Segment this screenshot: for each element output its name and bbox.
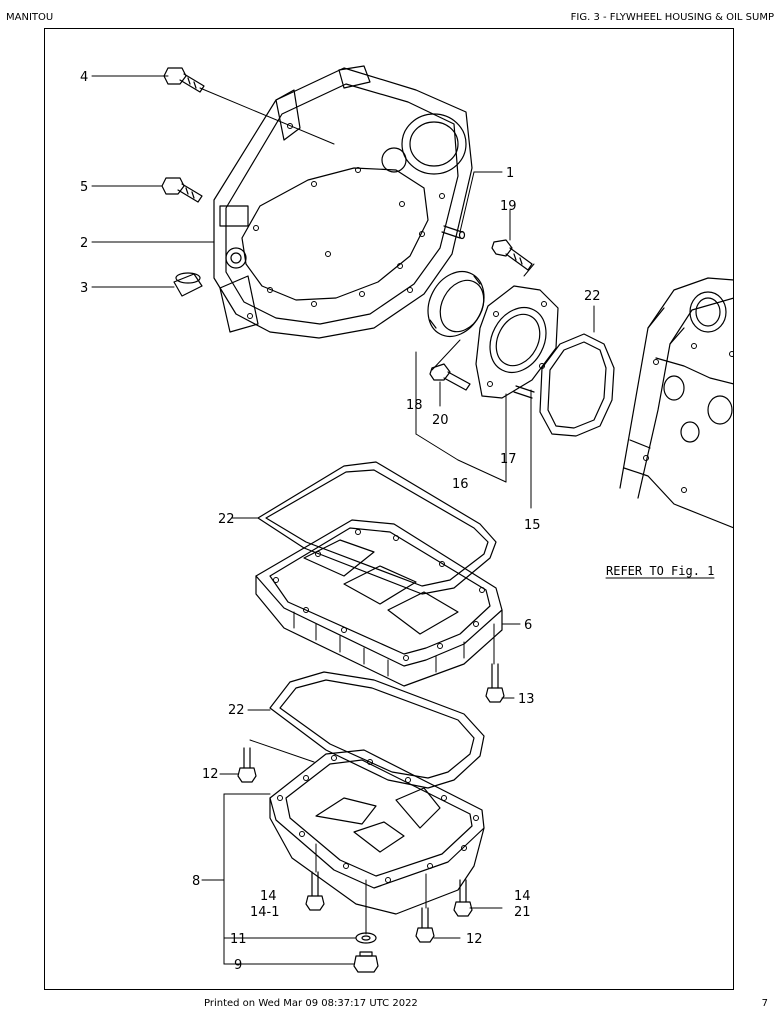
callout-14-left: 14 bbox=[260, 889, 277, 904]
callout-2: 2 bbox=[80, 236, 88, 251]
callout-11: 11 bbox=[230, 932, 247, 947]
dowel-pin-1 bbox=[441, 225, 466, 240]
figure-title: FIG. 3 - FLYWHEEL HOUSING & OIL SUMP bbox=[570, 12, 774, 23]
callout-19: 19 bbox=[500, 199, 517, 214]
flywheel-housing bbox=[213, 65, 473, 339]
callout-5: 5 bbox=[80, 180, 88, 195]
drain-plug-9 bbox=[353, 951, 379, 973]
bolt-14 bbox=[305, 871, 325, 911]
bolt-13 bbox=[485, 663, 505, 703]
exploded-diagram: 4 5 2 3 1 19 22 18 20 17 16 15 22 REFER … bbox=[80, 65, 734, 973]
brand-label: MANITOU bbox=[6, 12, 54, 23]
callout-16: 16 bbox=[452, 477, 469, 492]
engine-block bbox=[619, 277, 734, 529]
bolt-12-bottom bbox=[415, 907, 435, 943]
callout-22-rear: 22 bbox=[584, 289, 601, 304]
gasket-22-rear bbox=[539, 333, 615, 437]
callout-14-1: 14-1 bbox=[250, 905, 280, 920]
callout-8: 8 bbox=[192, 874, 200, 889]
callout-12-left: 12 bbox=[202, 767, 219, 782]
callout-18: 18 bbox=[406, 398, 423, 413]
callout-12-bottom: 12 bbox=[466, 932, 483, 947]
leader-lines bbox=[91, 75, 715, 965]
page-number: 7 bbox=[761, 998, 768, 1009]
bolt-19 bbox=[491, 239, 533, 271]
drawing-frame bbox=[44, 28, 734, 990]
callout-14-right: 14 bbox=[514, 889, 531, 904]
lower-oil-pan-8 bbox=[269, 749, 485, 915]
seal-case-17 bbox=[475, 285, 559, 399]
callout-20: 20 bbox=[432, 413, 449, 428]
callout-1: 1 bbox=[506, 166, 514, 181]
callout-22-upper: 22 bbox=[218, 512, 235, 527]
bolt-4 bbox=[163, 67, 205, 93]
callout-9: 9 bbox=[234, 958, 242, 973]
callout-21: 21 bbox=[514, 905, 531, 920]
callout-22-lower: 22 bbox=[228, 703, 245, 718]
callout-13: 13 bbox=[518, 692, 535, 707]
bolt-12-left bbox=[237, 747, 257, 783]
callout-6: 6 bbox=[524, 618, 532, 633]
callout-17: 17 bbox=[500, 452, 517, 467]
plug-3 bbox=[173, 272, 203, 297]
upper-oil-pan-6 bbox=[255, 519, 503, 687]
callout-15: 15 bbox=[524, 518, 541, 533]
bolt-14-right bbox=[453, 879, 473, 917]
callout-3: 3 bbox=[80, 281, 88, 296]
oil-seal-18 bbox=[427, 270, 485, 338]
bolt-5 bbox=[161, 177, 203, 203]
callout-4: 4 bbox=[80, 70, 88, 85]
gasket-22-lower bbox=[269, 671, 485, 789]
print-timestamp: Printed on Wed Mar 09 08:37:17 UTC 2022 bbox=[204, 998, 418, 1009]
gasket-22-upper bbox=[257, 461, 497, 595]
bolt-20 bbox=[429, 363, 471, 391]
refer-note: REFER TO Fig. 1 bbox=[606, 564, 714, 578]
